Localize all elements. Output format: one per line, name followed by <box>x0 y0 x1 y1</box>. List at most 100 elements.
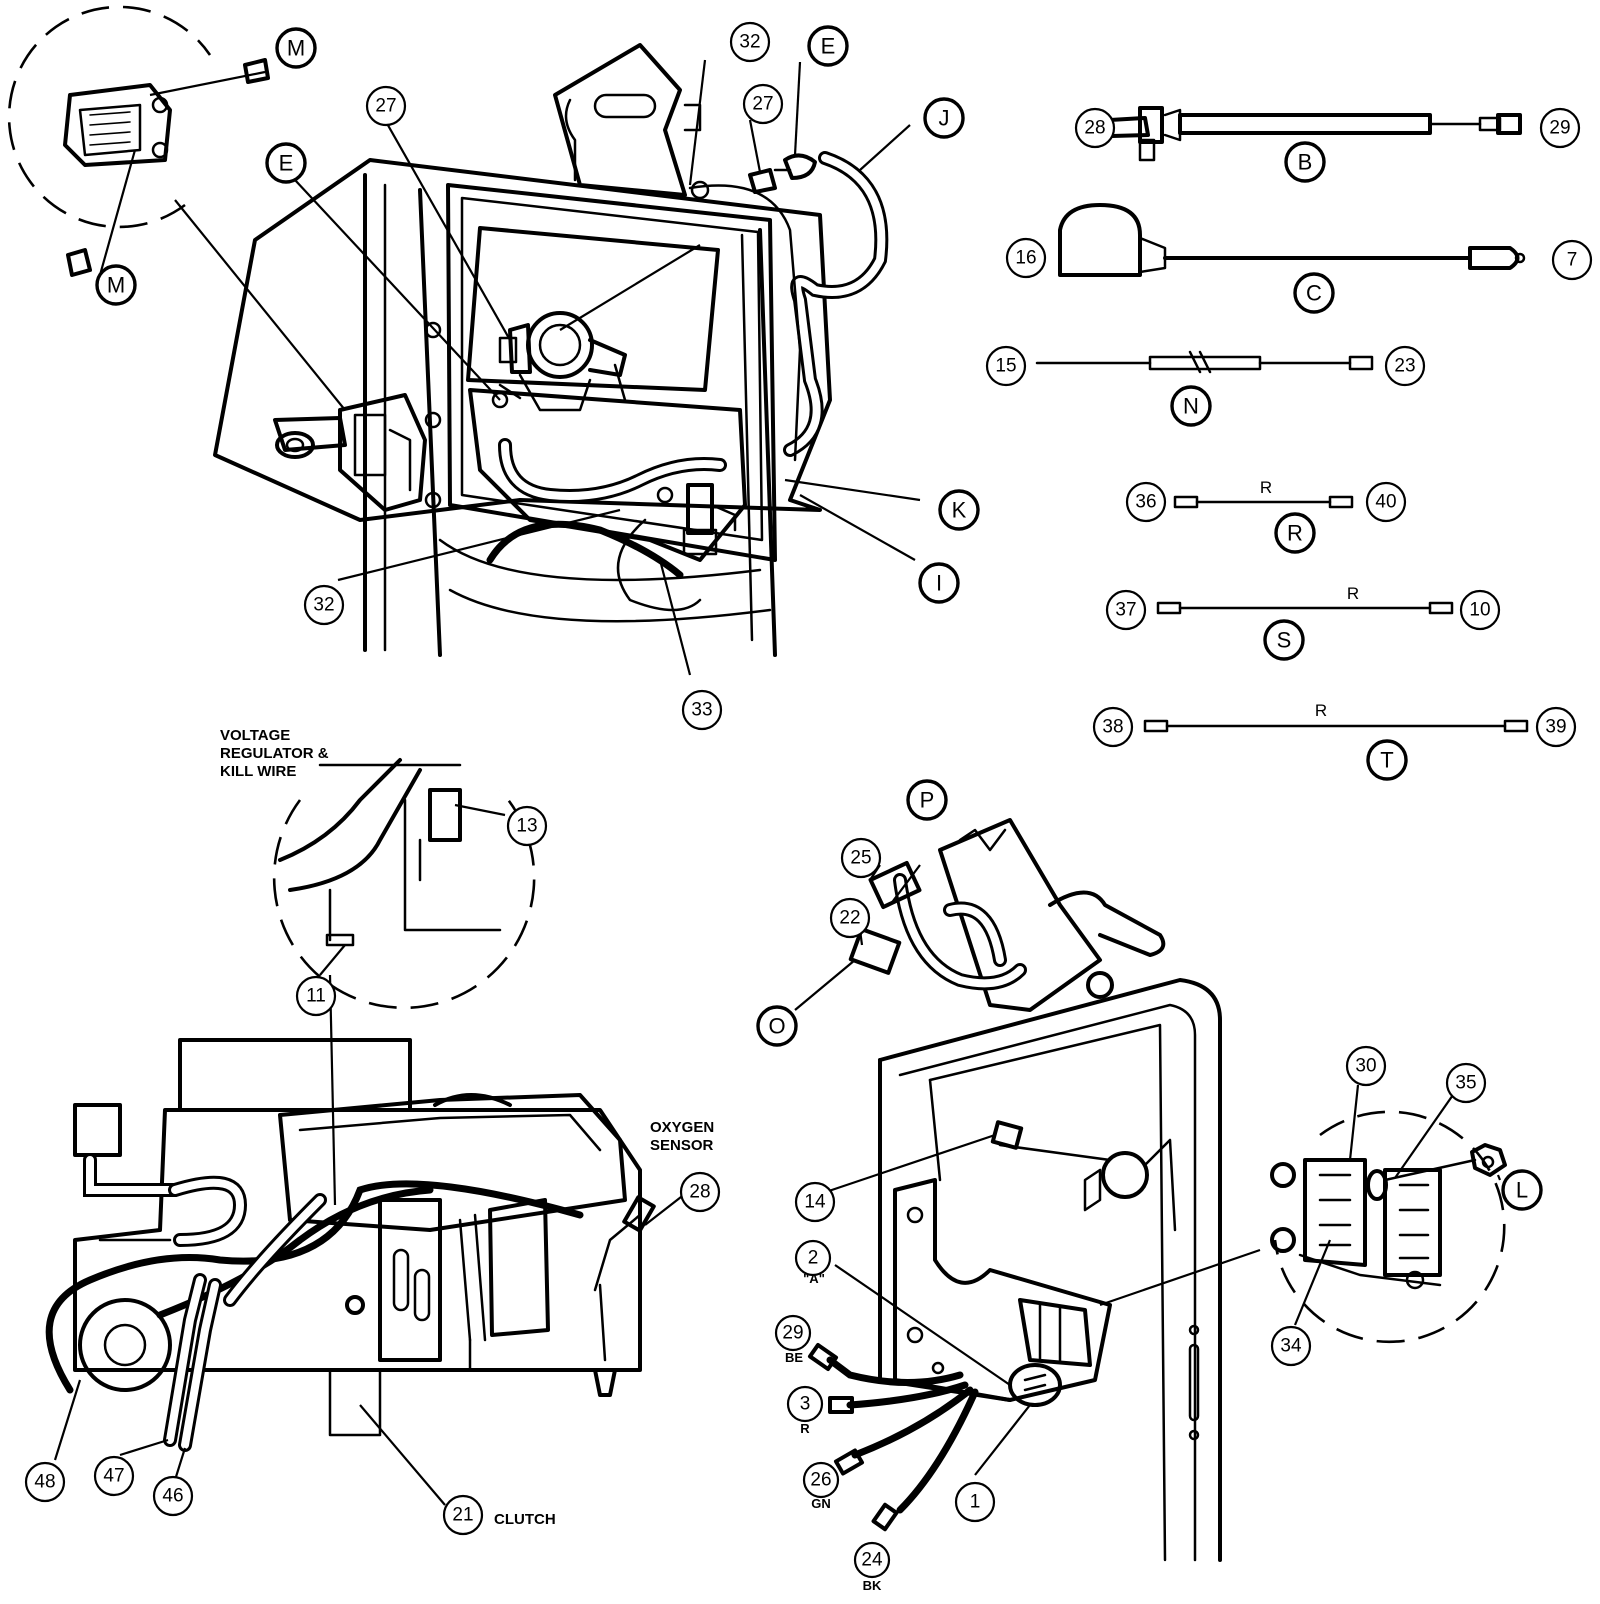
callout-26: 26 <box>802 1461 840 1499</box>
callout-16: 16 <box>1005 237 1047 279</box>
nut-l <box>1470 1143 1507 1177</box>
svg-text:28: 28 <box>689 1182 710 1203</box>
callout-3: 3 <box>786 1385 824 1423</box>
svg-text:46: 46 <box>162 1486 183 1507</box>
svg-text:13: 13 <box>516 816 537 837</box>
black-vacuum-line <box>486 520 684 579</box>
shroud-cap <box>433 1093 512 1107</box>
top-frame-assembly <box>7 5 921 676</box>
svg-text:J: J <box>939 106 950 131</box>
harness-s <box>1156 601 1454 615</box>
switch-plate <box>893 1178 1112 1402</box>
svg-text:2: 2 <box>808 1248 819 1269</box>
ohv-valve-cover <box>488 1198 550 1337</box>
handle-pivot <box>1086 971 1114 999</box>
bracket-torn-edge <box>958 828 1007 852</box>
svg-text:33: 33 <box>691 700 712 721</box>
engine-body <box>73 1108 642 1372</box>
shelf-base-curve <box>448 588 772 623</box>
callout-M-bottom: M <box>95 264 137 306</box>
svg-text:26: 26 <box>810 1470 831 1491</box>
engine-wire-loop <box>45 1180 584 1394</box>
wire-be <box>826 1356 964 1386</box>
lower-hose-loop <box>893 873 1027 991</box>
plate-slot-a <box>392 1248 410 1312</box>
frame-rail-right-inner <box>740 233 754 642</box>
lower-frame-assembly <box>794 818 1261 1562</box>
callout-O: O <box>756 1005 798 1047</box>
note-be: BE <box>785 1350 803 1365</box>
callout-1: 1 <box>954 1481 996 1523</box>
callout-47: 47 <box>93 1455 135 1497</box>
callout-B: B <box>1284 141 1326 183</box>
svg-text:3: 3 <box>800 1394 811 1415</box>
callout-27-left: 27 <box>365 85 407 127</box>
callout-2: 2 <box>794 1239 832 1277</box>
svg-text:R: R <box>1287 521 1303 546</box>
callout-S: S <box>1263 619 1305 661</box>
svg-text:K: K <box>952 498 967 523</box>
detail-circle-kill-wire <box>272 789 536 1010</box>
detail-circle-terminal <box>1273 1110 1506 1344</box>
harness-n <box>1035 350 1374 374</box>
svg-text:14: 14 <box>804 1192 826 1213</box>
fuel-valve <box>656 483 737 556</box>
svg-text:S: S <box>1277 628 1292 653</box>
fitting-32-top <box>690 180 710 200</box>
svg-text:7: 7 <box>1567 250 1578 271</box>
callout-P: P <box>906 779 948 821</box>
o2-sensor-wire-2 <box>598 1283 607 1362</box>
connector-22 <box>848 927 902 975</box>
sense-line <box>616 518 702 612</box>
window-frame <box>446 183 777 562</box>
svg-text:1: 1 <box>970 1492 981 1513</box>
callout-M-top: M <box>275 27 317 69</box>
callout-29-switch: 29 <box>774 1314 812 1352</box>
wire-bk <box>896 1388 979 1514</box>
callout-T: T <box>1366 739 1408 781</box>
terminal-gn <box>833 1448 865 1476</box>
mounting-shelf <box>468 388 747 562</box>
window-frame-inner <box>460 196 764 542</box>
svg-text:M: M <box>287 36 305 61</box>
lower-frame-inner <box>898 1003 1197 1562</box>
svg-text:B: B <box>1298 150 1313 175</box>
callout-36: 36 <box>1125 481 1167 523</box>
harness-t <box>1143 719 1529 733</box>
svg-text:29: 29 <box>1549 118 1570 139</box>
svg-text:P: P <box>920 788 935 813</box>
cylinder-shroud <box>278 1093 627 1232</box>
air-tube-box <box>73 1103 122 1157</box>
svg-text:36: 36 <box>1135 492 1156 513</box>
callout-33: 33 <box>681 689 723 731</box>
stud-35 <box>1366 1169 1388 1201</box>
svg-text:24: 24 <box>861 1550 883 1571</box>
callout-48: 48 <box>24 1461 66 1503</box>
svg-text:C: C <box>1306 281 1322 306</box>
carb-lower <box>1101 1151 1149 1199</box>
engine-bolt <box>345 1295 365 1315</box>
clamp-e-top <box>783 153 817 180</box>
carb-linkage <box>458 1213 487 1342</box>
svg-text:29: 29 <box>782 1323 803 1344</box>
callout-32-top: 32 <box>729 21 771 63</box>
connector-25 <box>868 860 922 910</box>
svg-text:47: 47 <box>103 1466 124 1487</box>
callout-25: 25 <box>840 837 882 879</box>
svg-text:27: 27 <box>375 96 396 117</box>
callout-40: 40 <box>1365 481 1407 523</box>
connector-14 <box>990 1120 1024 1150</box>
svg-text:35: 35 <box>1455 1073 1476 1094</box>
lower-frame-inner-2 <box>928 1023 1167 1562</box>
callout-27-top: 27 <box>742 83 784 125</box>
frame-slot <box>1188 1343 1200 1422</box>
note-bk: BK <box>863 1578 882 1593</box>
svg-text:16: 16 <box>1015 248 1036 269</box>
wire-r <box>846 1381 969 1409</box>
crankcase-lower <box>328 1368 382 1437</box>
callout-35: 35 <box>1445 1062 1487 1104</box>
engine-assembly: OXYGEN SENSOR CLUTCH <box>45 974 714 1528</box>
svg-text:25: 25 <box>850 848 871 869</box>
svg-text:L: L <box>1516 1178 1528 1203</box>
